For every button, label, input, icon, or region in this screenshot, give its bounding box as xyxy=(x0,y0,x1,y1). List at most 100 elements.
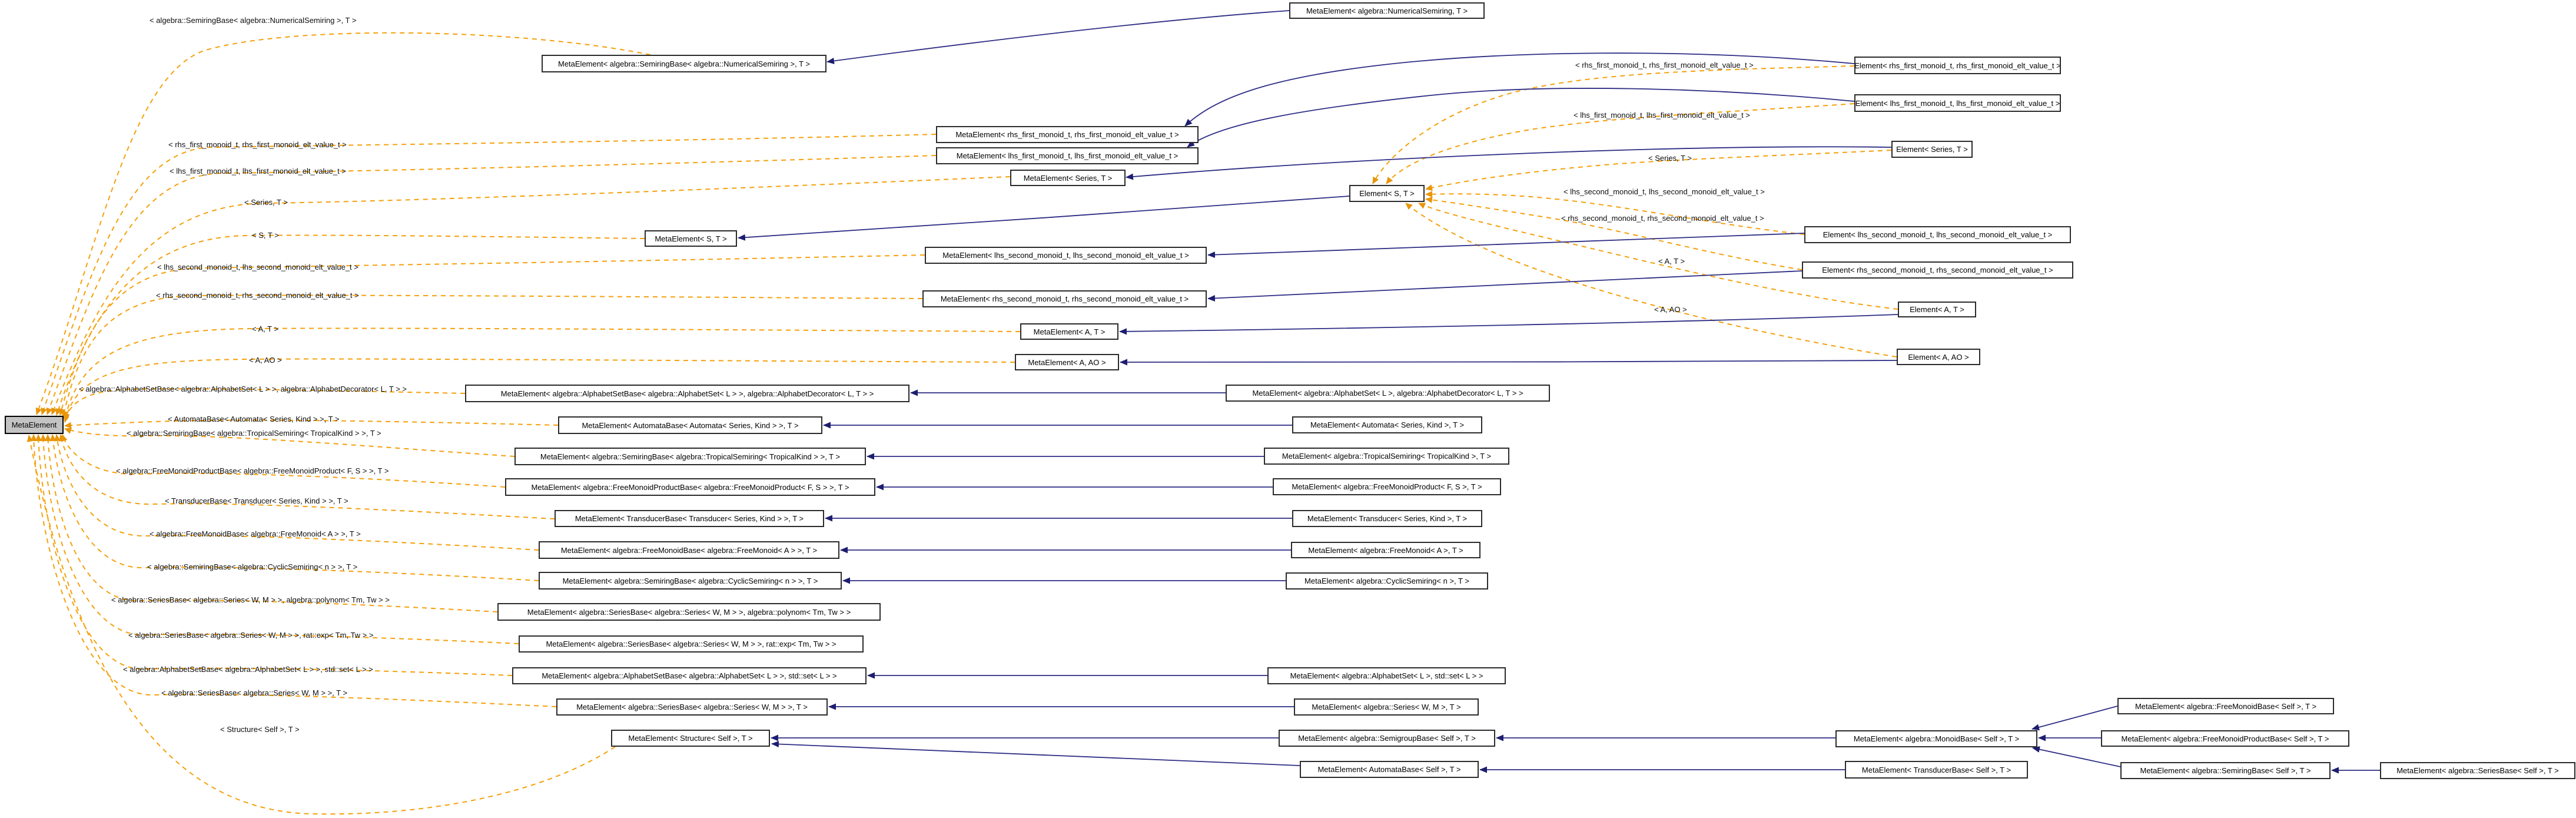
node-metaelement-s-t[interactable]: MetaElement< S, T > xyxy=(645,230,737,247)
edge-label: < rhs_first_monoid_t, rhs_first_monoid_e… xyxy=(1575,61,1754,69)
template-edge xyxy=(55,234,645,416)
edge-label: < AutomataBase< Automata< Series, Kind >… xyxy=(168,415,340,423)
template-edge xyxy=(51,176,1011,415)
node-metaelement-alphabetsetbase-stdset[interactable]: MetaElement< algebra::AlphabetSetBase< a… xyxy=(512,667,867,684)
edge-label: < Series, T > xyxy=(244,198,288,207)
edge-label: < algebra::SemiringBase< algebra::Numeri… xyxy=(150,16,357,25)
inheritance-edge xyxy=(1207,233,1805,259)
template-edge xyxy=(1372,65,1855,184)
node-metaelement-seriesbase-polynom[interactable]: MetaElement< algebra::SeriesBase< algebr… xyxy=(497,603,881,621)
template-edge xyxy=(63,388,466,421)
node-metaelement-a-t[interactable]: MetaElement< A, T > xyxy=(1020,323,1118,340)
node-metaelement-semiringbase-self[interactable]: MetaElement< algebra::SemiringBase< Self… xyxy=(2120,762,2331,779)
template-edge xyxy=(61,434,506,488)
node-element-s-t[interactable]: Element< S, T > xyxy=(1349,185,1425,202)
node-metaelement-semigroupbase-self[interactable]: MetaElement< algebra::SemigroupBase< Sel… xyxy=(1279,730,1495,747)
inheritance-edge xyxy=(2031,706,2118,731)
node-metaelement-rhs-second-monoid[interactable]: MetaElement< rhs_second_monoid_t, rhs_se… xyxy=(922,290,1207,307)
edge-label: < Structure< Self >, T > xyxy=(220,725,300,734)
inheritance-edge xyxy=(1120,359,1897,366)
node-metaelement-cyclicsemiring[interactable]: MetaElement< algebra::CyclicSemiring< n … xyxy=(1286,572,1488,590)
template-edge xyxy=(30,434,557,707)
node-metaelement-freemonoidbase-self[interactable]: MetaElement< algebra::FreeMonoidBase< Se… xyxy=(2117,698,2334,714)
inheritance-edge xyxy=(1119,314,1898,335)
node-metaelement-alphabetset-stdset[interactable]: MetaElement< algebra::AlphabetSet< L >, … xyxy=(1267,667,1506,684)
edge-label: < A, T > xyxy=(1658,257,1685,266)
node-metaelement-semiringbase-cyclic[interactable]: MetaElement< algebra::SemiringBase< alge… xyxy=(539,572,842,590)
node-metaelement-alphabetsetbase-decorator[interactable]: MetaElement< algebra::AlphabetSetBase< a… xyxy=(465,385,909,402)
node-metaelement-automatabase-automata[interactable]: MetaElement< AutomataBase< Automata< Ser… xyxy=(558,416,822,434)
node-metaelement-semiringbase-numericalsemiring[interactable]: MetaElement< algebra::SemiringBase< alge… xyxy=(542,55,826,72)
node-metaelement-freemonoidproductbase-self[interactable]: MetaElement< algebra::FreeMonoidProductB… xyxy=(2101,730,2349,747)
edge-label: < algebra::SemiringBase< algebra::Cyclic… xyxy=(147,562,358,571)
template-edge xyxy=(41,134,937,415)
edge-label: < algebra::AlphabetSetBase< algebra::Alp… xyxy=(79,385,407,393)
node-metaelement-structure-self[interactable]: MetaElement< Structure< Self >, T > xyxy=(611,730,770,747)
node-metaelement-series-wm[interactable]: MetaElement< algebra::Series< W, M >, T … xyxy=(1294,698,1479,716)
edge-label: < A, T > xyxy=(252,324,279,333)
node-metaelement-semiringbase-tropical[interactable]: MetaElement< algebra::SemiringBase< alge… xyxy=(514,448,866,465)
edge-label: < algebra::SemiringBase< algebra::Tropic… xyxy=(127,429,381,438)
template-edge xyxy=(58,254,925,416)
node-metaelement-tropicalsemiring[interactable]: MetaElement< algebra::TropicalSemiring< … xyxy=(1264,448,1509,465)
edge-label: < algebra::SeriesBase< algebra::Series< … xyxy=(111,595,390,604)
edge-label: < lhs_first_monoid_t, lhs_first_monoid_e… xyxy=(170,167,346,175)
node-metaelement-alphabetset-decorator[interactable]: MetaElement< algebra::AlphabetSet< L >, … xyxy=(1226,385,1550,402)
node-element-lhs-first-monoid[interactable]: Element< lhs_first_monoid_t, lhs_first_m… xyxy=(1854,94,2061,112)
node-metaelement-seriesbase-t[interactable]: MetaElement< algebra::SeriesBase< algebr… xyxy=(556,698,828,716)
edge-label: < algebra::FreeMonoidProductBase< algebr… xyxy=(116,466,389,475)
template-edge xyxy=(63,358,1015,423)
node-metaelement-series-t[interactable]: MetaElement< Series, T > xyxy=(1010,170,1126,186)
node-metaelement-freemonoidbase-freemonoid[interactable]: MetaElement< algebra::FreeMonoidBase< al… xyxy=(539,541,839,559)
node-metaelement-lhs-first-monoid[interactable]: MetaElement< lhs_first_monoid_t, lhs_fir… xyxy=(936,147,1199,164)
node-element-a-ao[interactable]: Element< A, AO > xyxy=(1897,349,1980,365)
node-metaelement-a-ao[interactable]: MetaElement< A, AO > xyxy=(1015,354,1119,370)
node-metaelement-numericalsemiring[interactable]: MetaElement< algebra::NumericalSemiring,… xyxy=(1289,2,1485,19)
node-element-rhs-first-monoid[interactable]: Element< rhs_first_monoid_t, rhs_first_m… xyxy=(1854,57,2061,74)
template-edge xyxy=(49,434,539,581)
template-edge xyxy=(35,32,651,415)
node-metaelement-freemonoidproductbase[interactable]: MetaElement< algebra::FreeMonoidProductB… xyxy=(505,478,875,496)
node-metaelement-monoidbase-self[interactable]: MetaElement< algebra::MonoidBase< Self >… xyxy=(1835,730,2037,747)
inheritance-edge xyxy=(1126,146,1892,180)
edge-label: < algebra::SeriesBase< algebra::Series< … xyxy=(128,631,374,640)
node-metaelement-freemonoidproduct[interactable]: MetaElement< algebra::FreeMonoidProduct<… xyxy=(1273,478,1501,495)
template-edge xyxy=(46,155,937,415)
inheritance-edge xyxy=(738,196,1350,241)
inheritance-edge xyxy=(1184,52,1855,127)
edge-label: < lhs_second_monoid_t, lhs_second_monoid… xyxy=(157,263,358,271)
template-edge xyxy=(1425,150,1892,191)
edge-label: < lhs_first_monoid_t, lhs_first_monoid_e… xyxy=(1574,111,1750,120)
template-edge xyxy=(54,434,539,551)
node-metaelement-seriesbase-ratexp[interactable]: MetaElement< algebra::SeriesBase< algebr… xyxy=(519,635,864,653)
node-element-lhs-second-monoid[interactable]: Element< lhs_second_monoid_t, lhs_second… xyxy=(1804,226,2071,243)
node-metaelement-automatabase-self[interactable]: MetaElement< AutomataBase< Self >, T > xyxy=(1300,761,1479,778)
node-metaelement-automata[interactable]: MetaElement< Automata< Series, Kind >, T… xyxy=(1292,416,1482,433)
inheritance-edge xyxy=(1187,88,1855,148)
node-element-rhs-second-monoid[interactable]: Element< rhs_second_monoid_t, rhs_second… xyxy=(1802,261,2073,279)
node-metaelement-rhs-first-monoid[interactable]: MetaElement< rhs_first_monoid_t, rhs_fir… xyxy=(936,126,1199,143)
node-metaelement-lhs-second-monoid[interactable]: MetaElement< lhs_second_monoid_t, lhs_se… xyxy=(925,247,1207,264)
template-edge xyxy=(45,434,498,612)
edge-label: < lhs_second_monoid_t, lhs_second_monoid… xyxy=(1563,187,1765,196)
inheritance-edge xyxy=(2032,746,2121,767)
edge-label: < algebra::FreeMonoidBase< algebra::Free… xyxy=(150,529,361,538)
node-metaelement-freemonoid[interactable]: MetaElement< algebra::FreeMonoid< A >, T… xyxy=(1291,542,1480,558)
template-edge xyxy=(1386,103,1855,184)
inheritance-edge xyxy=(1207,270,1802,302)
template-edge xyxy=(63,327,1021,420)
node-metaelement-seriesbase-self[interactable]: MetaElement< algebra::SeriesBase< Self >… xyxy=(2380,762,2575,779)
edge-label: < rhs_first_monoid_t, rhs_first_monoid_e… xyxy=(168,140,347,149)
template-edge xyxy=(1425,191,1805,235)
node-element-a-t[interactable]: Element< A, T > xyxy=(1898,302,1976,317)
template-edge xyxy=(39,434,519,644)
node-metaelement-transducerbase-transducer[interactable]: MetaElement< TransducerBase< Transducer<… xyxy=(555,510,824,527)
edge-label: < A, AO > xyxy=(249,356,282,365)
node-metaelement-transducer[interactable]: MetaElement< Transducer< Series, Kind >,… xyxy=(1292,510,1482,527)
edge-label: < S, T > xyxy=(252,231,279,240)
edge-label: < A, AO > xyxy=(1654,305,1687,314)
node-element-series-t[interactable]: Element< Series, T > xyxy=(1891,141,1973,158)
node-metaelement-transducerbase-self[interactable]: MetaElement< TransducerBase< Self >, T > xyxy=(1845,761,2028,779)
